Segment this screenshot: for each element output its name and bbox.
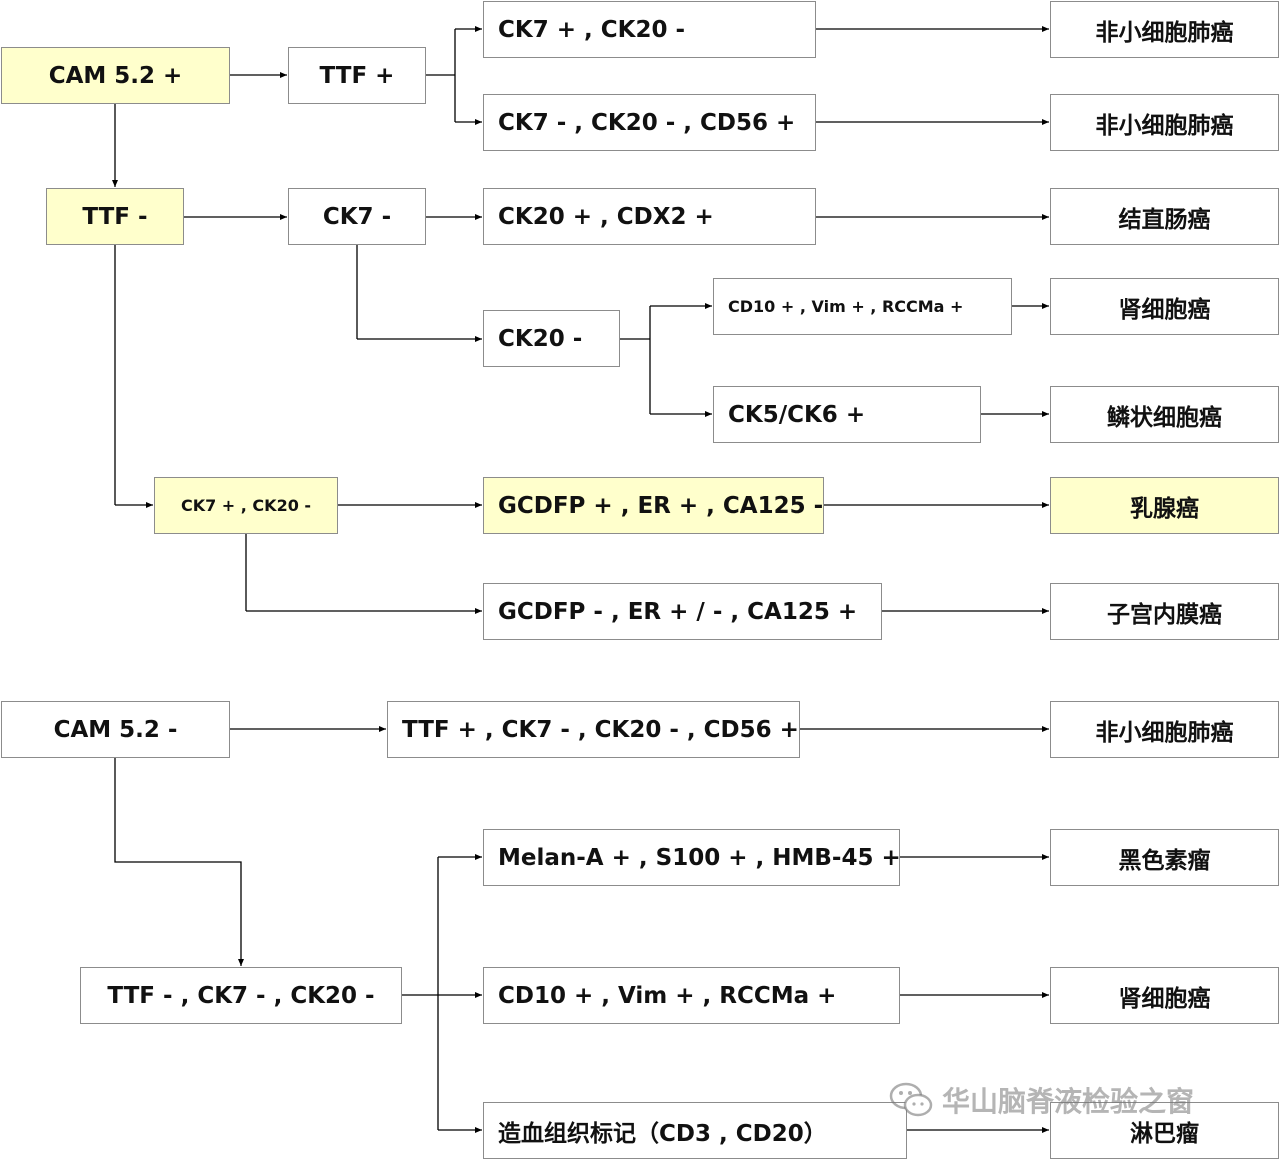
node-ck7-pos-ck20-neg-small: CK7 + , CK20 - [154,477,338,534]
watermark: 华山脑脊液检验之窗 [888,1080,1194,1120]
result-renal-2: 肾细胞癌 [1050,967,1279,1024]
node-ttf-pos-ck7-neg-ck20-neg-cd56-pos: TTF + , CK7 - , CK20 - , CD56 + [387,701,800,758]
node-ck20-pos-cdx2-pos: CK20 + , CDX2 + [483,188,816,245]
node-cd10-vim-rccma-small: CD10 + , Vim + , RCCMa + [713,278,1012,335]
result-colorectal: 结直肠癌 [1050,188,1279,245]
node-cam52-positive: CAM 5.2 + [1,47,230,104]
node-ck7-pos-ck20-neg: CK7 + , CK20 - [483,1,816,58]
result-breast: 乳腺癌 [1050,477,1279,534]
wechat-icon [889,1082,933,1117]
result-nsclc-1: 非小细胞肺癌 [1050,1,1279,58]
node-ttf-positive: TTF + [288,47,426,104]
result-endometrial: 子宫内膜癌 [1050,583,1279,640]
node-hematopoietic-markers: 造血组织标记（CD3 , CD20） [483,1102,907,1159]
node-ck7-negative: CK7 - [288,188,426,245]
node-cam52-negative: CAM 5.2 - [1,701,230,758]
result-renal-1: 肾细胞癌 [1050,278,1279,335]
node-gcdfp-negative: GCDFP - , ER + / - , CA125 + [483,583,882,640]
watermark-text: 华山脑脊液检验之窗 [942,1085,1195,1118]
node-gcdfp-positive: GCDFP + , ER + , CA125 - [483,477,824,534]
result-nsclc-3: 非小细胞肺癌 [1050,701,1279,758]
node-ck5-ck6: CK5/CK6 + [713,386,981,443]
result-nsclc-2: 非小细胞肺癌 [1050,94,1279,151]
node-ck20-negative: CK20 - [483,310,620,367]
node-cd10-vim-rccma: CD10 + , Vim + , RCCMa + [483,967,900,1024]
node-ttf-negative: TTF - [46,188,184,245]
node-ck7-neg-ck20-neg-cd56-pos: CK7 - , CK20 - , CD56 + [483,94,816,151]
result-squamous: 鳞状细胞癌 [1050,386,1279,443]
node-ttf-neg-ck7-neg-ck20-neg: TTF - , CK7 - , CK20 - [80,967,402,1024]
result-melanoma: 黑色素瘤 [1050,829,1279,886]
node-melan-s100-hmb45: Melan-A + , S100 + , HMB-45 + [483,829,901,886]
